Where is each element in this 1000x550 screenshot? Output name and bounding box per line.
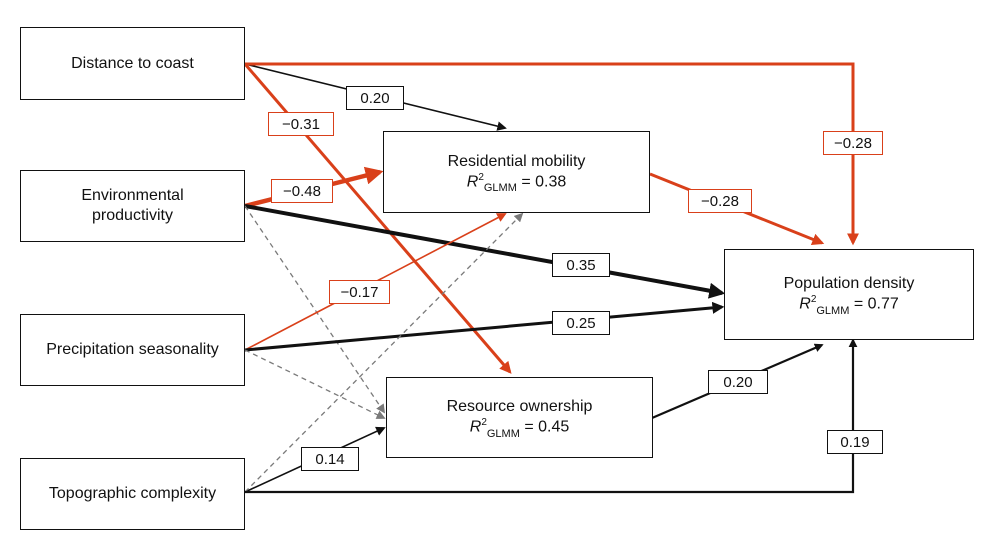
- coef-envprod-population: 0.35: [552, 253, 610, 277]
- node-label: Topographic complexity: [48, 485, 217, 502]
- node-label-line2: productivity: [92, 207, 173, 224]
- path-envprod-to-ownership: [244, 205, 386, 414]
- node-label: Precipitation seasonality: [46, 341, 219, 358]
- coef-precip-residential: −0.17: [329, 280, 390, 304]
- node-label: Population density: [783, 275, 915, 293]
- path-distance-to-ownership: [243, 63, 512, 374]
- node-topographic-complexity: Topographic complexity: [20, 458, 245, 530]
- coef-distance-residential: 0.20: [346, 86, 404, 110]
- node-environmental-productivity: Environmental productivity: [20, 170, 245, 242]
- r2-value: R2GLMM = 0.38: [466, 171, 567, 195]
- path-envprod-to-population: [244, 204, 726, 299]
- path-precip-to-ownership: [244, 349, 386, 419]
- path-precip-to-population: [244, 301, 725, 352]
- coef-ownership-population: 0.20: [708, 370, 768, 394]
- r2-value: R2GLMM = 0.77: [799, 294, 899, 317]
- node-label: Distance to coast: [71, 54, 194, 72]
- coef-topo-ownership: 0.14: [301, 447, 359, 471]
- coef-residential-population: −0.28: [688, 189, 752, 213]
- coef-distance-population: −0.28: [823, 131, 883, 155]
- node-precipitation-seasonality: Precipitation seasonality: [20, 314, 245, 386]
- node-residential-mobility: Residential mobility R2GLMM = 0.38: [383, 131, 650, 213]
- coef-distance-ownership: −0.31: [268, 112, 334, 136]
- path-distance-to-population: [245, 62, 859, 246]
- path-topo-to-residential: [244, 212, 524, 493]
- coef-envprod-residential: −0.48: [271, 179, 333, 203]
- r2-value: R2GLMM = 0.45: [469, 417, 570, 440]
- node-label: Residential mobility: [447, 152, 586, 170]
- path-topo-to-population: [245, 338, 858, 494]
- node-label-line1: Environmental: [81, 187, 184, 204]
- node-resource-ownership: Resource ownership R2GLMM = 0.45: [386, 377, 653, 458]
- coef-topo-population: 0.19: [827, 430, 883, 454]
- node-distance-to-coast: Distance to coast: [20, 27, 245, 100]
- node-label: Resource ownership: [446, 398, 593, 416]
- node-population-density: Population density R2GLMM = 0.77: [724, 249, 974, 340]
- coef-precip-population: 0.25: [552, 311, 610, 335]
